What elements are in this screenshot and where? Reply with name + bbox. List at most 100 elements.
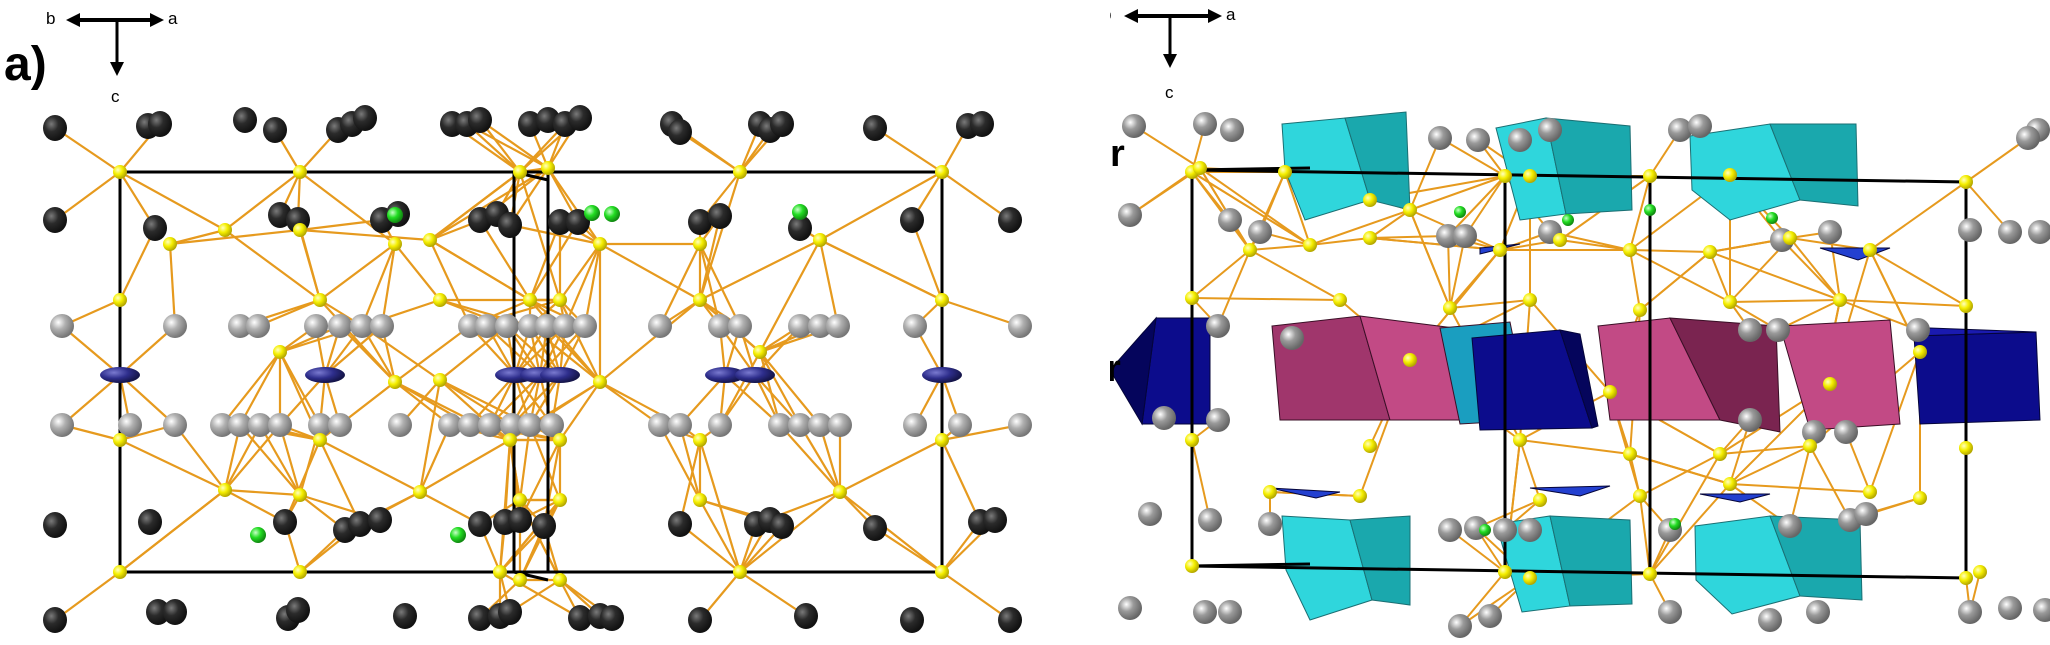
yellow-atom [113, 165, 127, 179]
dark-atom [900, 207, 924, 233]
grey-atom [1206, 314, 1230, 338]
dark-atom [770, 513, 794, 539]
dark-atom [863, 515, 887, 541]
grey-atom [2033, 598, 2050, 622]
bond [1249, 244, 1311, 251]
grey-atom [708, 413, 732, 437]
bond [1217, 249, 1251, 327]
grey-atom [478, 413, 502, 437]
grey-atom [788, 314, 812, 338]
bond [119, 227, 156, 301]
grey-atom [948, 413, 972, 437]
green-atom [1669, 518, 1681, 530]
dark-atom [143, 215, 167, 241]
bond [1309, 237, 1371, 246]
grey-atom [708, 314, 732, 338]
grey-atom [1688, 114, 1712, 138]
dark-atom [532, 513, 556, 539]
yellow-atom [1498, 565, 1512, 579]
dark-atom [43, 115, 67, 141]
grey-atom [1738, 318, 1762, 342]
yellow-atom [1623, 243, 1637, 257]
bond [1629, 249, 1641, 311]
bond [299, 228, 431, 242]
bond [758, 351, 782, 426]
yellow-atom [935, 165, 949, 179]
bond [319, 243, 396, 301]
grey-atom [1958, 218, 1982, 242]
polyhedron-cyan [1545, 117, 1633, 215]
bond [1447, 235, 1451, 309]
yellow-atom [813, 233, 827, 247]
grey-atom [1538, 118, 1562, 142]
bond [1191, 297, 1341, 301]
yellow-atom [1333, 293, 1347, 307]
dark-atom [146, 599, 170, 625]
polyhedron-cyan [1349, 515, 1411, 606]
yellow-atom [753, 345, 767, 359]
grey-atom [1280, 326, 1304, 350]
yellow-atom [523, 293, 537, 307]
grey-atom [768, 413, 792, 437]
dark-atom [770, 111, 794, 137]
yellow-atom [493, 565, 507, 579]
panel-b: b a c b) [1110, 0, 2050, 645]
bond [874, 527, 943, 573]
dark-atom [568, 605, 592, 631]
dark-atom [518, 111, 542, 137]
grey-atom [1758, 608, 1782, 632]
bond [319, 299, 396, 383]
bond [759, 351, 821, 426]
dark-atom [163, 599, 187, 625]
bond [559, 299, 601, 383]
bond [224, 424, 281, 491]
grey-atom [1118, 596, 1142, 620]
bond [698, 439, 742, 573]
dark-atom [43, 512, 67, 538]
navy-polyhedra [1110, 243, 2041, 503]
bond [1789, 445, 1811, 527]
green-atom [604, 206, 620, 222]
bond [168, 243, 177, 327]
polyhedron-navy-flat [1529, 485, 1611, 497]
grey-atom [1118, 203, 1142, 227]
bond [819, 239, 943, 301]
bond [1199, 167, 1251, 251]
yellow-atom [1643, 169, 1657, 183]
yellow-atom [218, 483, 232, 497]
bond [1369, 235, 1449, 239]
grey-atom [350, 314, 374, 338]
yellow-atom [1278, 165, 1292, 179]
yellow-atom [503, 433, 517, 447]
bond [1629, 175, 1651, 251]
yellow-atom [1623, 447, 1637, 461]
yellow-atom [693, 293, 707, 307]
bond [1449, 299, 1531, 309]
bond [169, 228, 226, 246]
yellow-atom [1553, 233, 1567, 247]
yellow-atom [433, 293, 447, 307]
yellow-atom [1633, 489, 1647, 503]
bond [759, 351, 801, 426]
bond [1191, 249, 1251, 299]
bond [1519, 439, 1541, 501]
grey-atom [118, 413, 142, 437]
green-atom [584, 205, 600, 221]
dark-atom [688, 209, 712, 235]
polyhedron-navy-flat [1269, 487, 1341, 499]
blue-ellipsoid [305, 367, 345, 383]
bond [429, 239, 471, 327]
atoms-a [43, 105, 1032, 633]
bond [394, 325, 471, 383]
bond [698, 243, 722, 327]
yellow-atom [1513, 433, 1527, 447]
bond [1729, 299, 1841, 303]
dark-atom [970, 111, 994, 137]
bond [224, 424, 261, 491]
green-atom [1479, 524, 1491, 536]
grey-atom [1906, 318, 1930, 342]
bond [239, 351, 281, 426]
grey-atom [1218, 600, 1242, 624]
bond [1369, 237, 1501, 251]
bond [1191, 439, 1211, 521]
